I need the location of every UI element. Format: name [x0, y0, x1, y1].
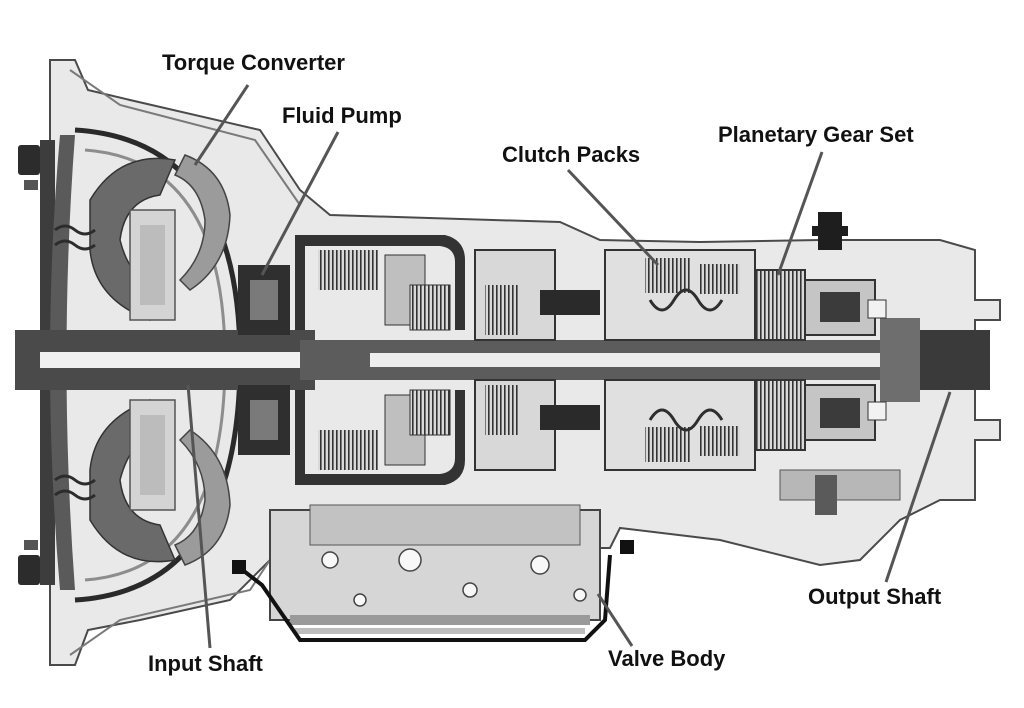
input-shaft-core [40, 352, 300, 368]
front-clutch-plates [318, 430, 378, 470]
rear-bearing [867, 299, 887, 319]
label-output-shaft: Output Shaft [808, 584, 942, 609]
middle-band [540, 405, 600, 430]
front-gear [409, 389, 451, 436]
flexplate-bolt [18, 145, 40, 175]
label-clutch-packs: Clutch Packs [502, 142, 641, 167]
valve-body-lines [290, 615, 590, 625]
oil-pan [238, 554, 612, 642]
planetary-gear-set [754, 269, 806, 341]
impeller-lower [89, 399, 177, 563]
return-springs [648, 288, 724, 432]
front-clutch-drum [295, 235, 465, 330]
leader-fluid-pump [260, 131, 340, 276]
valve-body-lines [295, 628, 585, 634]
middle-gear [485, 285, 520, 335]
vent-plug [812, 226, 848, 236]
flexplate-bolt [18, 555, 40, 585]
damper-springs [54, 224, 96, 501]
rear-bearing [867, 401, 887, 421]
carrier [820, 292, 860, 322]
planetary-gear-set [754, 379, 806, 451]
pan-bolt [232, 560, 246, 574]
clutch-pack-plates [700, 426, 740, 456]
valve-body-bores [321, 548, 587, 607]
leader-clutch-packs [566, 168, 660, 267]
stator-detail [140, 415, 165, 495]
stator-detail [140, 225, 165, 305]
label-fluid-pump: Fluid Pump [282, 103, 402, 128]
leader-input-shaft [186, 384, 212, 649]
front-gear [409, 284, 451, 331]
clutch-pack-plates [645, 258, 690, 293]
front-clutch-plates [318, 250, 378, 290]
clutch-pack-plates [645, 427, 690, 462]
extension-housing [779, 469, 901, 501]
flexplate-bolt [24, 540, 38, 550]
impeller-upper [89, 157, 177, 321]
leader-planetary-gear-set [776, 151, 824, 276]
fluid-pump-gear [250, 400, 278, 440]
middle-band [540, 290, 600, 315]
housing-rib [69, 69, 301, 206]
label-planetary-gear-set: Planetary Gear Set [718, 122, 914, 147]
label-torque-converter: Torque Converter [162, 50, 345, 75]
turbine-lower [173, 429, 231, 566]
front-clutch-drum [295, 390, 465, 485]
label-input-shaft: Input Shaft [148, 651, 263, 676]
pan-bolt [620, 540, 634, 554]
output-flange [880, 318, 920, 402]
middle-gear [485, 385, 520, 435]
turbine-upper [173, 154, 231, 291]
flexplate-bolt [24, 180, 38, 190]
main-shaft-core [370, 353, 910, 367]
leader-output-shaft [884, 391, 952, 583]
label-valve-body: Valve Body [608, 646, 726, 671]
parking-pawl [815, 475, 837, 515]
leader-valve-body [596, 593, 634, 647]
valve-body-upper [309, 504, 581, 546]
clutch-pack-plates [700, 264, 740, 294]
fluid-pump-gear [250, 280, 278, 320]
leader-lines [186, 84, 952, 649]
carrier [820, 398, 860, 428]
leader-torque-converter [193, 84, 250, 166]
